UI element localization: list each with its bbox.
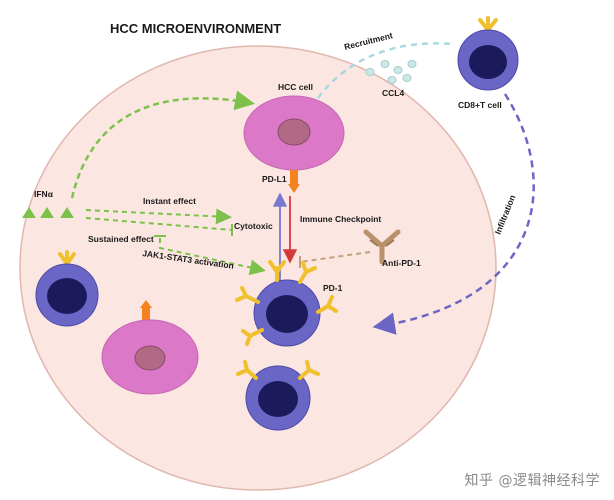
infiltration-label: Infiltration [493,193,518,235]
pd-1-label: PD-1 [323,283,343,293]
ccl4-label: CCL4 [382,88,404,98]
diagram-title: HCC MICROENVIRONMENT [110,21,281,36]
hcc-cell-bottom [101,300,199,395]
pd-l1-marker [288,170,300,193]
recruitment-label: Recruitment [343,30,394,52]
sustained-effect-arrow [159,238,266,276]
cd8-t-cell-label: CD8+T cell [458,100,502,110]
hcc-cell-label: HCC cell [278,82,313,92]
cd8-t-cell-outside [457,16,519,91]
instant-effect-arrow [85,208,232,225]
anti-pd-1-label: Anti-PD-1 [382,258,421,268]
watermark: 知乎 @逻辑神经科学 [464,473,600,489]
sustained-effect-label: Sustained effect [88,234,154,244]
pd-l1-label: PD-L1 [262,174,287,184]
immune-checkpoint-label: Immune Checkpoint [300,214,381,224]
t-cell-bottom [236,360,320,431]
t-cell-center [235,260,338,347]
anti-pd-1-inhibit-line [299,251,371,263]
cytotoxic-inhibit-line [85,217,233,231]
infiltration-arrow [372,93,535,335]
cytotoxic-label: Cytotoxic [234,221,273,231]
instant-effect-label: Instant effect [143,196,196,206]
ifn-to-hcc-arrow [70,90,255,199]
hcc-cell-top [243,95,345,171]
t-cell-left [35,250,99,327]
anti-pd-1-antibody [363,229,401,265]
ifn-alpha-molecules [22,207,74,218]
ccl4-chemokines [365,60,417,84]
ifn-alpha-label: IFNα [34,189,54,199]
recruitment-arrow [316,42,453,99]
